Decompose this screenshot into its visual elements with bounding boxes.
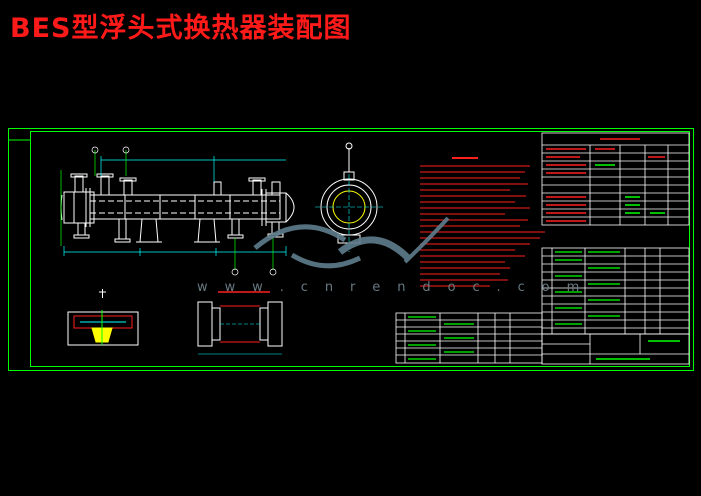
- watermark-url: w w w . c n r e n d o c . c o m: [197, 280, 586, 295]
- title-block: [541, 333, 690, 365]
- characteristics-values: [595, 164, 665, 214]
- cnrendoc-logo: [253, 216, 450, 269]
- drawing-title: BES型浮头式换热器装配图: [10, 13, 352, 44]
- parts-list-lower: [395, 312, 543, 364]
- balloon-callouts: [91, 146, 277, 276]
- characteristics-table: [541, 132, 690, 226]
- exchanger-end-view: [315, 142, 383, 252]
- title-block-text: [596, 340, 680, 360]
- parts-list-entries: [555, 251, 620, 325]
- outer-frame: [8, 128, 694, 371]
- characteristics-cells: [546, 138, 665, 222]
- technical-notes-block: [420, 157, 545, 287]
- elevation-dimensions: [60, 150, 287, 270]
- floating-head-detail: [197, 291, 283, 355]
- inner-frame: [30, 131, 690, 367]
- parts-list-lower-entries: [408, 316, 474, 360]
- section-detail-I: [67, 289, 139, 346]
- exchanger-elevation: [60, 173, 295, 243]
